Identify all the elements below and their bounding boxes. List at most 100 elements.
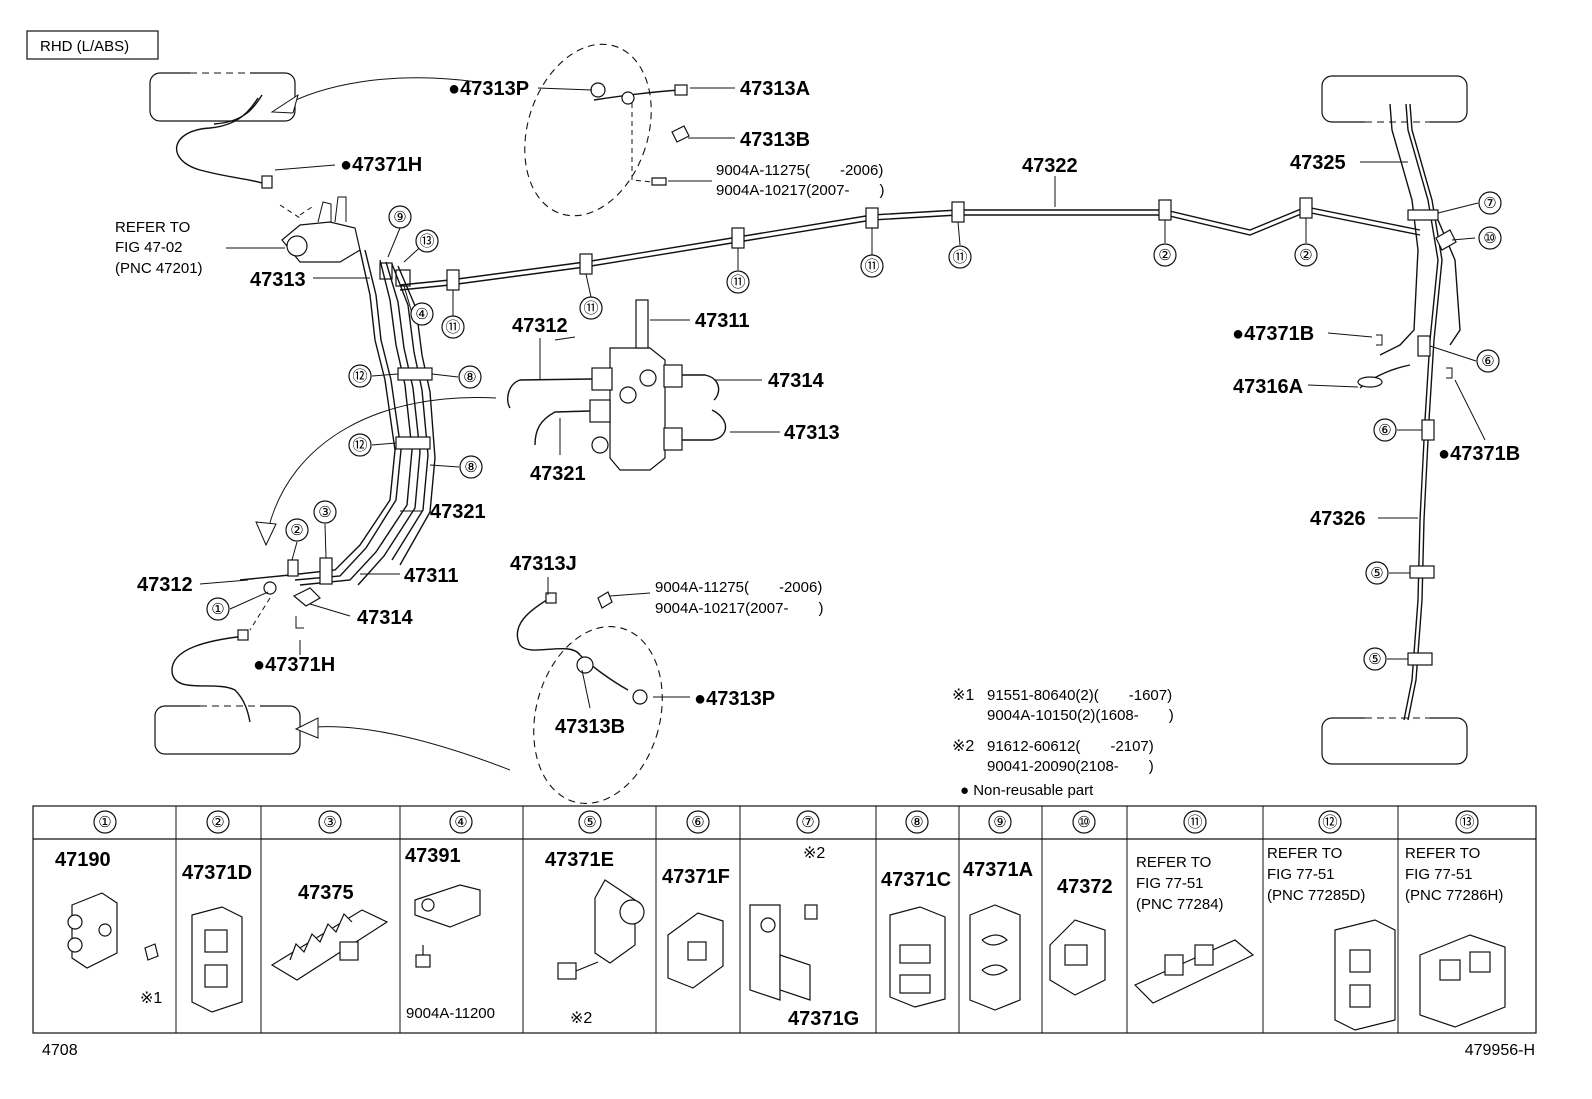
label-refer-top-2: FIG 47-02 (115, 239, 183, 256)
footer-left: 4708 (42, 1042, 78, 1059)
label-47313P-bottom: ●47313P (694, 688, 775, 710)
detail-ellipse-bottom (533, 626, 663, 804)
svg-text:⑧: ⑧ (910, 814, 923, 831)
label-47312-mid: 47312 (512, 315, 568, 337)
legend-sketch-12 (1334, 919, 1396, 1031)
callout-2-a: ② (1153, 243, 1177, 267)
callout-3: ③ (313, 500, 337, 524)
top-detail-parts (590, 82, 690, 186)
note2-mark: ※2 (952, 738, 974, 755)
legend-c7-part: 47371G (788, 1008, 859, 1030)
legend-sketch-4 (414, 884, 481, 968)
legend-header-10: ⑩ (1072, 810, 1096, 834)
label-47313B-bottom: 47313B (555, 716, 625, 738)
label-bolt-bot-1: 9004A-11275( -2006) (655, 579, 822, 596)
footer-right: 479956-H (1465, 1042, 1535, 1059)
legend-sketch-5 (557, 879, 645, 980)
label-47321-mid: 47321 (530, 463, 586, 485)
front-hose-bottom (171, 629, 251, 723)
svg-text:⑩: ⑩ (1077, 814, 1090, 831)
svg-text:⑦: ⑦ (801, 814, 814, 831)
label-47313A: 47313A (740, 78, 810, 100)
svg-text:⑪: ⑪ (730, 274, 745, 291)
legend-c11-l3: (PNC 77284) (1136, 896, 1224, 913)
label-refer-top-3: (PNC 47201) (115, 260, 203, 277)
svg-text:⑪: ⑪ (583, 300, 598, 317)
wheel-rear-bottom-right (1321, 716, 1468, 765)
svg-text:①: ① (211, 601, 224, 618)
svg-text:⑫: ⑫ (352, 368, 367, 385)
label-47311-left: 47311 (404, 565, 459, 587)
legend-c5-part: 47371E (545, 849, 614, 871)
svg-text:⑨: ⑨ (393, 209, 406, 226)
label-47313-left: 47313 (250, 269, 306, 291)
legend-c12-l1: REFER TO (1267, 845, 1342, 862)
svg-text:②: ② (211, 814, 224, 831)
callout-11-a: ⑪ (441, 315, 465, 339)
svg-text:⑫: ⑫ (352, 437, 367, 454)
legend-header-5: ⑤ (578, 810, 602, 834)
wheel-front-bottom-left (154, 704, 301, 755)
label-47313B-top: 47313B (740, 129, 810, 151)
label-47313P-top: ●47313P (448, 78, 529, 100)
svg-text:⑨: ⑨ (993, 814, 1006, 831)
callout-2-c: ② (285, 518, 309, 542)
svg-text:②: ② (290, 522, 303, 539)
legend-c5-note: ※2 (570, 1010, 592, 1027)
callout-12-a: ⑫ (348, 364, 372, 388)
callout-11-e: ⑪ (948, 245, 972, 269)
svg-text:②: ② (1299, 247, 1312, 264)
svg-text:⑬: ⑬ (1459, 814, 1474, 831)
legend-sketch-11 (1133, 939, 1255, 1004)
legend-sketch-6 (667, 912, 724, 989)
front-hose-top (175, 94, 273, 189)
wheel-front-top-left (149, 71, 296, 122)
svg-text:⑪: ⑪ (952, 249, 967, 266)
legend-sketch-10 (1049, 919, 1106, 996)
main-pipe-47322 (399, 197, 1421, 291)
legend-sketch-13 (1419, 934, 1506, 1028)
legend-c11-l1: REFER TO (1136, 854, 1211, 871)
detail-ellipse-top (524, 43, 652, 217)
legend-c10-part: 47372 (1057, 876, 1113, 898)
legend-header-2: ② (206, 810, 230, 834)
legend-header-11: ⑪ (1183, 810, 1207, 834)
proportioning-valve (507, 299, 727, 471)
legend-c4-bolt: 9004A-11200 (406, 1005, 495, 1022)
note1-line2: 9004A-10150(2)(1608- ) (987, 707, 1174, 724)
legend-sketch-9 (969, 904, 1021, 1011)
diagram-callouts: ⑨ ⑬ ④ ⑪ ⑪ ⑪ ⑪ ⑪ ② ② ⑦ ⑩ ⑥ ⑥ ⑤ ⑤ ⑫ ⑧ ⑫ ⑧ … (206, 191, 1502, 671)
legend-c13-l2: FIG 77-51 (1405, 866, 1473, 883)
label-47326: 47326 (1310, 508, 1366, 530)
legend-sketch-8 (889, 906, 946, 1008)
callout-10: ⑩ (1478, 226, 1502, 250)
legend-sketch-1 (67, 892, 159, 969)
legend-sketch-2 (191, 906, 243, 1013)
svg-text:④: ④ (454, 814, 467, 831)
svg-text:⑥: ⑥ (1481, 353, 1494, 370)
legend-sketch-7 (749, 904, 818, 1001)
callout-12-b: ⑫ (348, 433, 372, 457)
legend-header-12: ⑫ (1318, 810, 1342, 834)
svg-text:④: ④ (415, 306, 428, 323)
legend-c4-part: 47391 (405, 845, 461, 867)
callout-5-a: ⑤ (1365, 561, 1389, 585)
label-47314-mid: 47314 (768, 370, 824, 392)
svg-text:⑫: ⑫ (1322, 814, 1337, 831)
label-47321-left: 47321 (430, 501, 486, 523)
svg-text:⑪: ⑪ (864, 258, 879, 275)
legend-header-8: ⑧ (905, 810, 929, 834)
legend-c11-l2: FIG 77-51 (1136, 875, 1204, 892)
part-labels: ●47313P 47313A 47313B 9004A-11275( -2006… (115, 78, 1520, 799)
callout-6-b: ⑥ (1373, 418, 1397, 442)
callout-11-c: ⑪ (726, 270, 750, 294)
label-bolt-top-1: 9004A-11275( -2006) (716, 162, 883, 179)
master-cylinder-area (239, 196, 436, 631)
nonreusable-note: ● Non-reusable part (960, 782, 1094, 799)
legend-header-7: ⑦ (796, 810, 820, 834)
leader-lines (199, 87, 1486, 709)
label-47316A: 47316A (1233, 376, 1303, 398)
legend-c13-l1: REFER TO (1405, 845, 1480, 862)
svg-text:⑪: ⑪ (445, 319, 460, 336)
